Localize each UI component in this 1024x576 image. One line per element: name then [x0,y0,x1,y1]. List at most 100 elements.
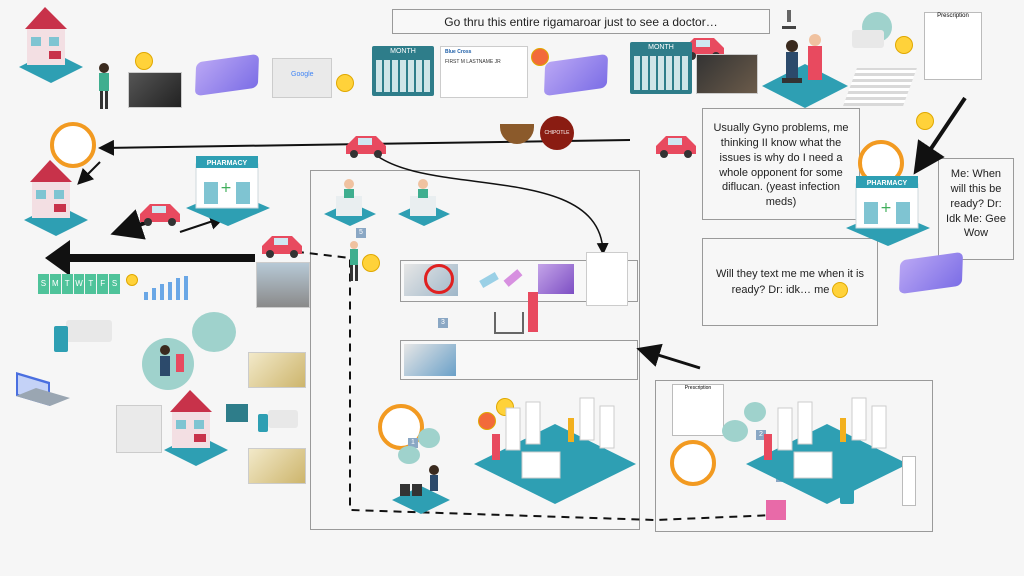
svg-text:PHARMACY: PHARMACY [207,160,248,167]
medicine-box-photo [248,448,306,484]
step-badge: 3 [438,318,448,328]
neutral-emoji-icon [832,281,849,298]
house-icon [24,160,88,236]
calendar-month-label: MONTH [648,44,674,51]
prescription-paper: Prescription [672,384,724,436]
clock-icon [670,440,716,486]
svg-text:PHARMACY: PHARMACY [867,180,908,187]
bar-chart-icon [144,276,188,300]
pharmacy-interior-scene [474,397,636,504]
woman-standing-icon [99,63,109,109]
calendar-month-label: MONTH [390,48,416,55]
walking-photo [256,262,310,308]
pill-organizer: S M T W T F S [38,274,121,294]
step-badge: 2 [756,430,766,440]
pill-day-t2: T [85,274,97,294]
pharmacy-building-icon: PHARMACY + [186,156,270,226]
phone-photo [128,72,182,108]
pill-day-s: S [38,274,49,294]
burrito-bowl-icon [500,124,534,144]
car-icon [262,236,302,258]
no-sign-icon [424,264,454,294]
microscope-icon [782,10,796,29]
google-search-screenshot: Google [272,58,332,98]
pharmacy-interior-scene [746,397,908,504]
angry-emoji-icon [531,48,549,66]
prescription-label: Prescription [684,385,712,391]
pill-bottle-icon [840,484,854,504]
angry-emoji-icon [478,412,496,430]
gyno-note: Usually Gyno problems, me thinking II kn… [702,108,860,220]
pill-bottle-icon [54,326,68,352]
reception-counter-icon [324,179,376,226]
monistat7-box-icon [538,264,574,294]
insurance-card: Blue Cross FIRST M LASTNAME JR [440,46,528,98]
text-me-note: Will they text me me when it is ready? D… [702,238,878,326]
google-label: Google [291,71,314,78]
neutral-emoji-icon [916,112,934,130]
clock-icon [50,122,96,168]
shopping-bags-icon [766,500,786,520]
title-banner: Go thru this entire rigamaroar just to s… [392,9,770,34]
small-emoji-icon [126,274,138,286]
pill-day-w: W [73,274,85,294]
pill-day-f: F [97,274,109,294]
ready-note: Me: When will this be ready? Dr: Idk Me:… [938,158,1014,260]
google-search-screenshot [116,405,162,453]
house-icon [19,7,83,83]
car-icon [346,136,386,158]
reception-counter-icon [398,179,450,226]
text-me-note-text: Will they text me me when it is ready? D… [716,268,864,296]
smile-emoji-icon [135,52,153,70]
pill-bottle-icon [258,414,268,432]
pharmacist-icon [902,456,916,506]
step-badge: 5 [356,228,366,238]
prescription-paper: Prescription [924,12,982,80]
pill-blister-icon [66,320,112,342]
svg-text:+: + [220,180,232,196]
speech-bubble-icon [722,420,748,442]
pill-blister-icon [268,410,298,428]
calendar-grid [634,56,688,90]
waiting-chairs-icon [392,465,450,514]
pharmacy-building-icon: PHARMACY + [846,176,930,246]
calendar-icon: MONTH [372,46,434,96]
ready-note-text: Me: When will this be ready? Dr: Idk Me:… [946,168,1006,240]
chipotle-label: CHIPOTLE [544,130,570,136]
frustrated-emoji-icon [336,74,354,92]
car-icon [656,136,696,158]
second-pharmacy-frame [655,380,933,532]
pill-day-t: T [61,274,73,294]
fluconazole-box-icon [586,252,628,306]
prescription-label: Prescription [937,13,969,19]
pill-day-m: M [49,274,61,294]
svg-text:+: + [880,200,892,216]
gyno-note-text: Usually Gyno problems, me thinking II kn… [713,122,849,209]
telehealth-scene [142,338,194,390]
computer-screen-icon [226,404,248,422]
speech-bubble-icon [744,402,766,422]
woman-waiting-icon [350,241,358,281]
calendar-icon: MONTH [630,42,692,94]
insurance-member-name: FIRST M LASTNAME JR [445,59,501,65]
neutral-emoji-icon [362,254,380,272]
step-badge: 1 [408,438,418,448]
house-icon [164,390,228,466]
driving-photo [696,54,758,94]
pill-day-s2: S [109,274,121,294]
car-icon [140,204,180,226]
shopping-cart-icon [494,312,524,334]
chipotle-logo: CHIPOTLE [540,116,574,150]
doctor-visit-scene [762,34,848,108]
monistat-box-icon [404,344,456,376]
speech-bubble-icon [398,446,420,464]
speech-bubble-icon [192,312,236,352]
speech-bubble-icon [418,428,440,448]
medicine-box-photo [248,352,306,388]
tired-emoji-icon [895,36,913,54]
laptop-icon [16,372,70,406]
insurance-brand: Blue Cross [445,49,472,55]
calendar-grid [376,60,430,92]
woman-shopping-icon [528,292,538,332]
pill-blister-icon [852,30,884,48]
